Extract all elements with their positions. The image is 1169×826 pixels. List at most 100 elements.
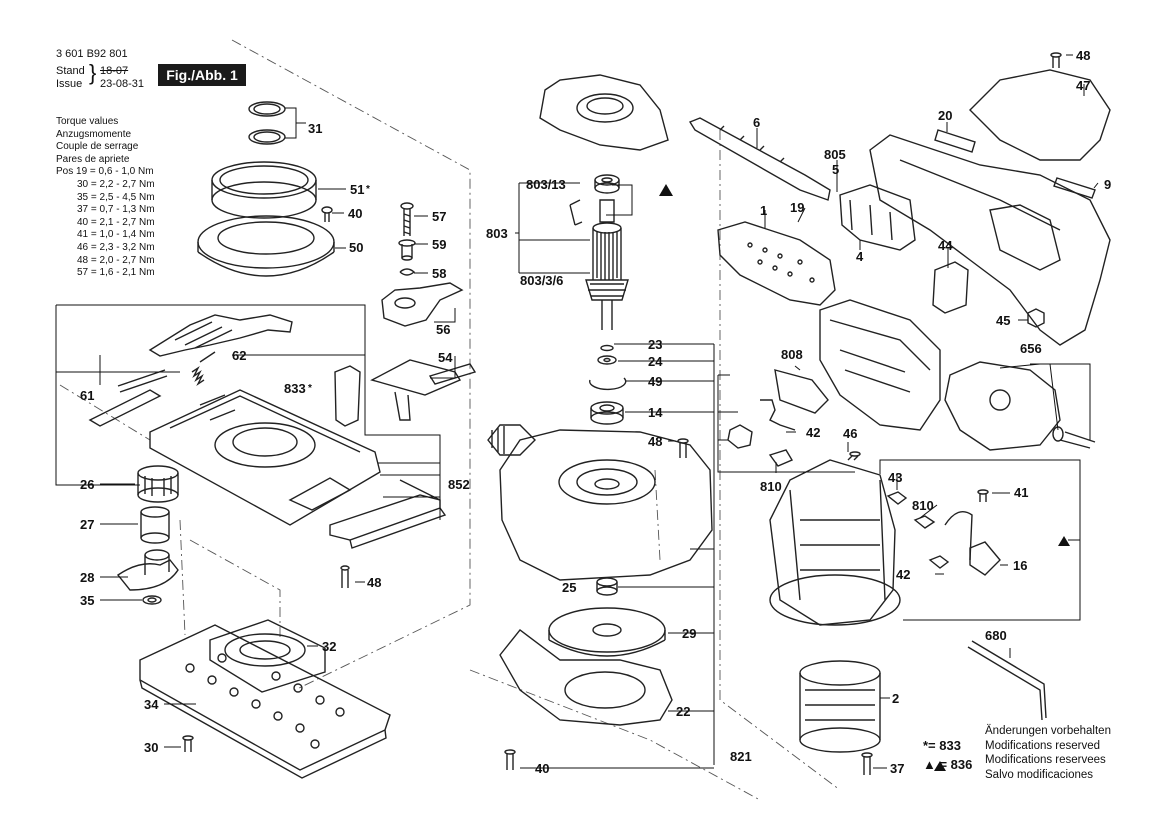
callout-810: 810 bbox=[912, 498, 934, 513]
snap-ring-49 bbox=[589, 377, 627, 391]
callout-62: 62 bbox=[232, 348, 246, 363]
callout-30: 30 bbox=[144, 740, 158, 755]
pad-32 bbox=[209, 619, 326, 693]
old-date: 18-07 bbox=[100, 65, 129, 77]
torque-title: Couple de serrage bbox=[56, 141, 139, 153]
washer-24 bbox=[597, 355, 617, 365]
note-line: Modifications reserved bbox=[985, 739, 1101, 752]
label-20 bbox=[934, 129, 976, 153]
fan-29 bbox=[548, 607, 666, 657]
screw-48-left bbox=[340, 565, 350, 588]
gear-housing-808 bbox=[819, 299, 941, 431]
clip-803-13 bbox=[569, 199, 583, 226]
assembly-axis-lines bbox=[59, 39, 841, 801]
note-line: Modifications reservees bbox=[985, 754, 1106, 766]
brushes-right bbox=[886, 491, 1001, 576]
screw-57 bbox=[400, 202, 414, 236]
callout-680: 680 bbox=[985, 628, 1007, 643]
callout-26: 26 bbox=[80, 477, 94, 492]
retainer-50 bbox=[197, 215, 335, 277]
slide-62 bbox=[148, 314, 293, 357]
callout-805: 805 bbox=[824, 147, 846, 162]
callout-40: 40 bbox=[535, 761, 549, 776]
module-44 bbox=[932, 261, 969, 314]
star-mark: * bbox=[308, 383, 312, 394]
torque-row: Pos 19 = 0,6 - 1,0 Nm bbox=[56, 166, 154, 178]
washer-23 bbox=[600, 344, 614, 352]
callout-810: 810 bbox=[760, 479, 782, 494]
brush-holder-810 bbox=[727, 399, 796, 467]
callout-22: 22 bbox=[676, 704, 690, 719]
callout-14: 14 bbox=[648, 405, 663, 420]
cord-6 bbox=[688, 117, 831, 201]
callout-29: 29 bbox=[682, 626, 696, 641]
torque-row: 46 = 2,3 - 3,2 Nm bbox=[77, 241, 155, 253]
note-line: Änderungen vorbehalten bbox=[985, 725, 1111, 737]
torque-row: 35 = 2,5 - 4,5 Nm bbox=[77, 191, 155, 203]
figure-label: Fig./Abb. 1 bbox=[158, 64, 246, 86]
callout-37: 37 bbox=[890, 761, 904, 776]
torque-row: 57 = 1,6 - 2,1 Nm bbox=[77, 267, 155, 279]
note-line: Salvo modificaciones bbox=[985, 768, 1094, 781]
label-9 bbox=[1053, 177, 1096, 199]
screw-30 bbox=[182, 735, 194, 752]
nut-45 bbox=[1027, 308, 1045, 328]
hex-key-680 bbox=[967, 640, 1047, 721]
housing-shell-right bbox=[869, 134, 1111, 346]
callout-5: 5 bbox=[832, 162, 839, 177]
dust-cover-47 bbox=[969, 69, 1111, 161]
ring-31 bbox=[248, 101, 286, 145]
screw-41 bbox=[977, 489, 989, 502]
sleeve-27 bbox=[140, 506, 170, 544]
callout-61: 61 bbox=[80, 388, 94, 403]
modification-notes: Änderungen vorbehalten Modifications res… bbox=[985, 724, 1111, 782]
callout-23: 23 bbox=[648, 337, 662, 352]
triangle-marker-stator bbox=[1058, 536, 1070, 546]
bearing-26 bbox=[137, 465, 179, 503]
callout-31: 31 bbox=[308, 121, 322, 136]
screw-46 bbox=[847, 451, 861, 461]
spring-58 bbox=[399, 268, 416, 276]
bushing-59 bbox=[398, 239, 416, 261]
star-mark: * bbox=[366, 184, 370, 195]
bellows-51 bbox=[211, 161, 317, 219]
callout-50: 50 bbox=[349, 240, 363, 255]
screw-48-center bbox=[677, 438, 689, 458]
callout-808: 808 bbox=[781, 347, 803, 362]
legend-triangle: ▲ = 836 bbox=[923, 757, 973, 772]
callout-49: 49 bbox=[648, 374, 662, 389]
callout-32: 32 bbox=[322, 639, 336, 654]
issue-label: Issue bbox=[56, 78, 83, 90]
torque-row: 40 = 2,1 - 2,7 Nm bbox=[77, 216, 155, 228]
spring-62 bbox=[191, 351, 216, 387]
stator-assembly bbox=[769, 459, 901, 626]
callout-54: 54 bbox=[438, 350, 453, 365]
clamp-54 bbox=[370, 359, 477, 421]
callout-59: 59 bbox=[432, 237, 446, 252]
callout-803: 803 bbox=[486, 226, 508, 241]
field-coil-2 bbox=[799, 660, 881, 753]
leader-lines bbox=[55, 54, 1099, 769]
callout-48: 48 bbox=[648, 434, 662, 449]
callout-852: 852 bbox=[448, 477, 470, 492]
base-plate-852 bbox=[149, 389, 381, 526]
armature-803-3-6 bbox=[585, 199, 629, 330]
callout-44: 44 bbox=[938, 238, 953, 253]
shroud-22 bbox=[499, 629, 673, 726]
callout-803-3-6: 803/3/6 bbox=[520, 273, 563, 288]
callout-656: 656 bbox=[1020, 341, 1042, 356]
sanding-plate-34 bbox=[139, 624, 391, 779]
torque-row: 37 = 0,7 - 1,3 Nm bbox=[77, 204, 155, 216]
callout-48: 48 bbox=[1076, 48, 1090, 63]
callout-42: 42 bbox=[896, 567, 910, 582]
callout-24: 24 bbox=[648, 354, 663, 369]
torque-table: Torque values Anzugsmomente Couple de se… bbox=[56, 116, 155, 280]
callout-34: 34 bbox=[144, 697, 159, 712]
callout-47: 47 bbox=[1076, 78, 1090, 93]
callout-51: 51 bbox=[350, 182, 364, 197]
callout-35: 35 bbox=[80, 593, 94, 608]
legend-star: *= 833 bbox=[923, 738, 961, 753]
callout-16: 16 bbox=[1013, 558, 1027, 573]
eccentric-28 bbox=[116, 549, 179, 591]
